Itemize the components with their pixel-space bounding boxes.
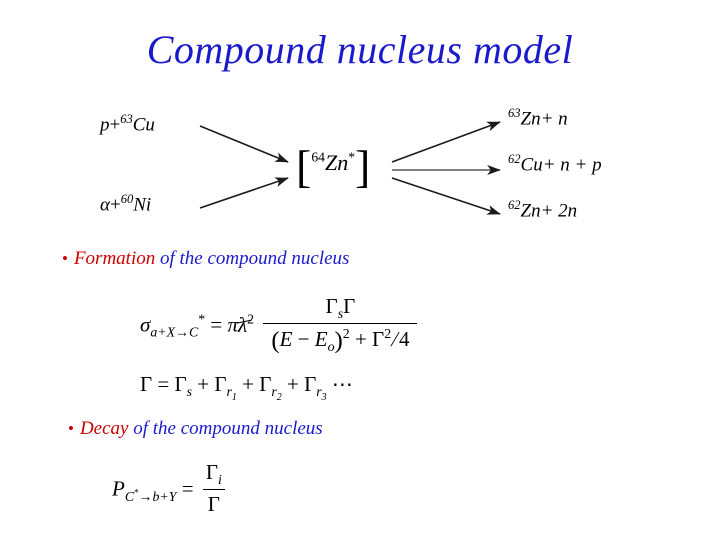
sigma-subscript: a+X→C xyxy=(150,324,199,340)
width-term-2-index: 1 xyxy=(231,391,237,403)
output-1-mass-number: 63 xyxy=(508,106,521,120)
gamma-s-subscript: s xyxy=(337,306,344,322)
bracket-open: [ xyxy=(296,141,312,192)
arrow-input-1 xyxy=(199,125,289,163)
reaction-output-3: 62Zn+ 2n xyxy=(508,198,577,222)
compound-nucleus: [64Zn*] xyxy=(296,140,370,193)
arrow-output-3 xyxy=(391,177,501,215)
bracket-close: ] xyxy=(355,141,371,192)
compound-nucleus-symbol: Zn xyxy=(324,150,349,175)
gamma-total-num: Γ xyxy=(343,294,356,318)
gamma-exponent: 2 xyxy=(384,326,392,342)
width-term-3-sub: r2 xyxy=(271,384,282,403)
reaction-input-2: α+60Ni xyxy=(100,192,151,216)
lambda-bar-symbol: λ xyxy=(238,312,248,337)
width-term-4-sub: r3 xyxy=(316,384,327,403)
width-term-3: Γ xyxy=(259,372,272,396)
output-2-mass-number: 62 xyxy=(508,152,521,166)
denominator-four: 4 xyxy=(398,327,410,352)
minus-sign: − xyxy=(297,327,310,352)
pi-symbol: π xyxy=(227,312,239,337)
bullet-decay-highlight: Decay xyxy=(79,418,129,439)
input-2-plus: + xyxy=(109,194,121,216)
gamma-i: Γ xyxy=(205,460,218,484)
bullet-marker-decay: • xyxy=(68,419,74,438)
width-ellipsis: ⋯ xyxy=(331,372,354,396)
gamma-denominator: Γ xyxy=(372,327,385,352)
reaction-input-1: p+63Cu xyxy=(100,112,155,136)
sigma-symbol: σ xyxy=(140,312,151,337)
input-1-plus: + xyxy=(109,114,121,136)
reaction-output-2: 62Cu+ n + p xyxy=(508,152,602,176)
probability-P: P xyxy=(112,476,125,501)
bullet-formation-highlight: Formation xyxy=(73,248,156,269)
output-2-products: + n + p xyxy=(542,154,602,176)
output-2-nucleus: Cu xyxy=(520,154,543,176)
output-3-products: + 2n xyxy=(540,200,578,222)
width-plus-3: + xyxy=(287,372,299,396)
probability-numerator: Γi xyxy=(202,460,225,491)
reaction-output-1: 63Zn+ n xyxy=(508,106,568,130)
probability-subscript-star: * xyxy=(134,486,139,497)
bullet-decay: • Decay of the compound nucleus xyxy=(68,418,323,440)
bullet-formation: • Formation of the compound nucleus xyxy=(62,248,349,270)
width-term-3-index: 2 xyxy=(276,391,282,403)
width-term-1: Γ xyxy=(174,372,187,396)
paren-close: ) xyxy=(334,327,343,355)
width-plus-2: + xyxy=(242,372,254,396)
input-2-nucleus: Ni xyxy=(133,194,152,216)
sigma-equals: = xyxy=(210,312,223,337)
gamma-total: Γ xyxy=(140,372,153,396)
probability-fraction: Γi Γ xyxy=(202,460,225,517)
width-term-4: Γ xyxy=(304,372,317,396)
cross-section-fraction: ΓsΓ (E − Eo)2 + Γ2/4 xyxy=(263,294,418,355)
width-term-2-sub: r1 xyxy=(226,384,237,403)
input-1-nucleus: Cu xyxy=(132,114,155,136)
width-equals: = xyxy=(157,372,170,396)
equation-decay-probability: PC*→b+Y = Γi Γ xyxy=(112,460,229,519)
reaction-diagram: p+63Cu α+60Ni [64Zn*] 63Zn+ n 62Cu+ n + … xyxy=(0,100,720,240)
page-title: Compound nucleus model xyxy=(146,27,574,72)
sigma-subscript-star: * xyxy=(198,311,206,327)
arrow-input-2 xyxy=(199,177,289,209)
input-1-mass-number: 63 xyxy=(120,112,133,126)
arrow-output-1 xyxy=(391,121,501,163)
reaction-arrows xyxy=(199,121,501,215)
output-3-mass-number: 62 xyxy=(508,198,521,212)
energy-Eo: E xyxy=(314,327,328,352)
output-3-nucleus: Zn xyxy=(520,200,541,222)
width-term-4-index: 3 xyxy=(321,391,327,403)
bullet-decay-rest: of the compound nucleus xyxy=(128,418,323,439)
compound-mass-number: 64 xyxy=(311,149,325,165)
cross-section-numerator: ΓsΓ xyxy=(263,294,418,325)
input-2-particle: α xyxy=(100,194,110,216)
paren-open: ( xyxy=(271,327,280,355)
paren-exponent: 2 xyxy=(342,326,350,342)
gamma-i-subscript: i xyxy=(217,472,222,488)
probability-subscript: C*→b+Y xyxy=(124,486,177,504)
width-term-1-sub: s xyxy=(186,384,193,400)
bullet-marker-formation: • xyxy=(62,249,68,268)
output-1-products: + n xyxy=(540,108,568,130)
equation-total-width: Γ = Γs + Γr1 + Γr2 + Γr3 ⋯ xyxy=(140,372,354,403)
compound-excited-marker: * xyxy=(348,149,356,165)
cross-section-denominator: (E − Eo)2 + Γ2/4 xyxy=(263,324,417,355)
denominator-plus: + xyxy=(354,327,367,352)
probability-denominator: Γ xyxy=(203,490,225,517)
input-1-particle: p xyxy=(100,114,110,136)
width-plus-1: + xyxy=(197,372,210,396)
output-1-nucleus: Zn xyxy=(520,108,541,130)
energy-Eo-subscript: o xyxy=(327,339,335,355)
input-2-mass-number: 60 xyxy=(120,192,134,206)
energy-E: E xyxy=(279,327,293,352)
gamma-s: Γ xyxy=(325,294,338,318)
equation-cross-section: σa+X→C* = πλ2 ΓsΓ (E − Eo)2 + Γ2/4 xyxy=(140,294,421,357)
width-term-2: Γ xyxy=(214,372,227,396)
bullet-formation-rest: of the compound nucleus xyxy=(155,248,350,269)
probability-subscript-arrow: →b+Y xyxy=(138,488,177,504)
gamma-total-denominator: Γ xyxy=(207,492,220,517)
probability-equals: = xyxy=(181,476,194,501)
